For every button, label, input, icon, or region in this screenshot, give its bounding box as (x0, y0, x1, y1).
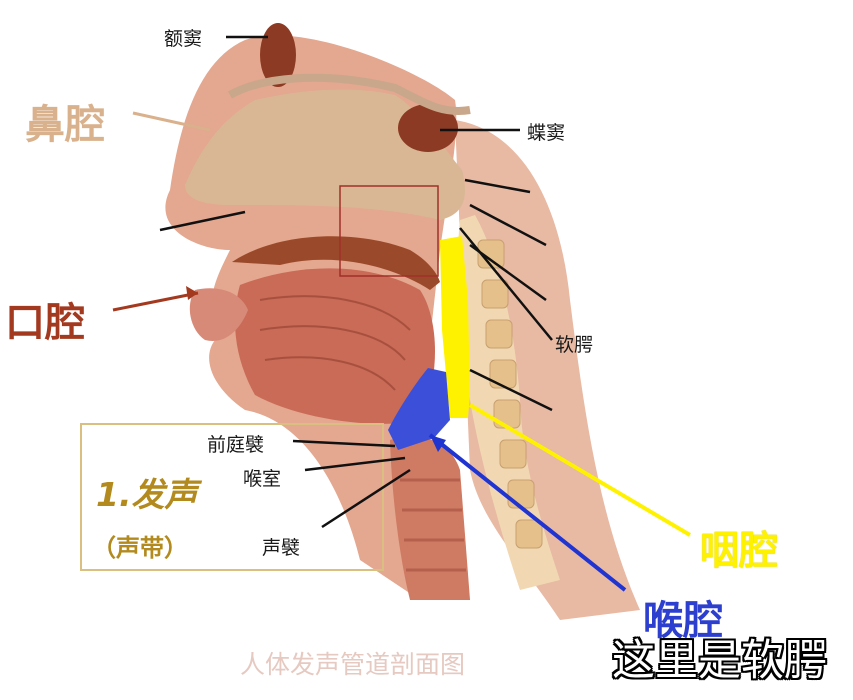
callout-box (80, 423, 384, 571)
video-caption: 这里是软腭 (612, 636, 827, 686)
lips-region (189, 288, 248, 341)
arrow-oral (186, 286, 198, 300)
skull-bone (228, 73, 471, 115)
label-vestibular-fold: 前庭襞 (207, 434, 265, 456)
leader-soft-palate (459, 227, 553, 341)
nasal-cavity-region (185, 89, 466, 220)
label-sphenoid-sinus: 蝶窦 (527, 122, 566, 144)
pharynx-highlight (440, 236, 470, 418)
leader-face (159, 210, 246, 232)
leader-oral (112, 291, 199, 312)
leader-vestibular (292, 439, 396, 448)
frontal-sinus-region (260, 23, 296, 87)
leader-ventricle (304, 456, 406, 472)
leader-nasal (132, 111, 211, 132)
label-soft-palate: 软腭 (555, 334, 594, 356)
soft-palate-box (339, 185, 439, 277)
label-vocal-fold: 声襞 (262, 537, 301, 559)
palate-arc (232, 236, 440, 290)
label-nasal-cavity: 鼻腔 (25, 102, 105, 148)
leader-extra-2 (469, 203, 547, 247)
leader-extra-4 (469, 368, 553, 412)
larynx-highlight (388, 368, 450, 450)
leader-extra-3 (469, 243, 547, 302)
arrow-larynx (430, 435, 446, 452)
sphenoid-sinus-region (398, 104, 458, 152)
diagram-subtitle: 人体发声管道剖面图 (240, 650, 466, 679)
label-frontal-sinus: 额窦 (164, 28, 203, 50)
label-larynx: 喉腔 (643, 598, 723, 644)
label-oral-cavity: 口腔 (5, 300, 85, 346)
vertebrae (477, 239, 543, 549)
tongue-region (235, 268, 435, 424)
label-pharynx: 咽腔 (700, 529, 779, 574)
leader-vocal-fold (321, 468, 411, 529)
leader-pharynx (468, 403, 692, 537)
callout-heading: 1.发声 (96, 475, 198, 514)
label-ventricle: 喉室 (243, 468, 282, 490)
leader-extra-1 (464, 178, 531, 194)
callout-subheading: （声带） (92, 534, 188, 562)
trachea-region (390, 436, 470, 600)
leader-larynx (428, 433, 627, 592)
